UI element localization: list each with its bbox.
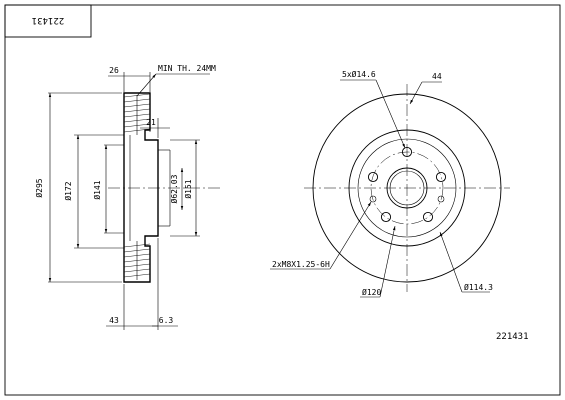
hat-label: 21 (146, 118, 156, 127)
leader-thread: 2xM8X1.25-6H (270, 201, 372, 270)
hole-dia-label: Ø114.3 (464, 282, 493, 292)
bolt-hole-3 (422, 211, 434, 223)
leader-pcd: Ø120 (360, 225, 396, 298)
dim-min-thickness: MIN TH. 24MM (136, 64, 216, 97)
bolt-hole-2 (435, 171, 447, 183)
dim-172: Ø172 (63, 134, 124, 249)
dim-151: Ø151 (170, 139, 200, 237)
drawing-frame (4, 4, 561, 396)
hub-label: 6.3 (159, 316, 174, 325)
center-bore-circle (386, 167, 428, 209)
hat-outer-circle (348, 129, 466, 247)
outer-disc-circle (312, 93, 502, 283)
leader-bolt-holes: 5xØ14.6 (340, 69, 406, 149)
rotor-cross-section (123, 92, 171, 283)
thread-label: 2xM8X1.25-6H (272, 260, 330, 269)
bolt-hole-group (367, 146, 447, 223)
dim-height: 43 (106, 238, 159, 330)
pcd-label: Ø120 (362, 287, 381, 297)
title-box: 221431 (4, 4, 92, 38)
threaded-hole-2 (437, 195, 445, 203)
dim-hat: 21 (140, 118, 170, 138)
threaded-hole-1 (369, 195, 377, 203)
leader-vanes: 44 (409, 72, 442, 105)
dim-hub: 6.3 (152, 316, 178, 327)
side-section-view: 26 MIN TH. 24MM 21 Ø295 Ø172 (34, 64, 222, 330)
bolt-hole-5 (367, 171, 379, 183)
dia-outer-label: Ø295 (34, 178, 44, 197)
bolt-hole-1 (401, 146, 413, 158)
front-view: 5xØ14.6 44 2xM8X1.25-6H Ø120 Ø114.3 (270, 69, 510, 298)
dim-62: Ø62.03 (169, 168, 184, 210)
part-number: 221431 (496, 332, 529, 342)
dim-141: Ø141 (92, 144, 124, 234)
title-box-text: 221431 (32, 15, 65, 25)
dim-outer-diameter: Ø295 (34, 92, 122, 283)
bolt-hole-4 (380, 211, 392, 223)
bolt-holes-label: 5xØ14.6 (342, 69, 376, 79)
min-thickness-label: MIN TH. 24MM (158, 64, 216, 73)
hat-inner-circle (357, 138, 457, 238)
dia-62-label: Ø62.03 (169, 174, 179, 203)
height-label: 43 (109, 316, 119, 325)
dia-141-label: Ø141 (92, 180, 102, 199)
dia-172-label: Ø172 (63, 181, 73, 200)
dia-151-label: Ø151 (183, 179, 193, 198)
leader-hole-dia: Ø114.3 (439, 231, 493, 293)
center-bore-inner-circle (389, 170, 425, 206)
vanes-label: 44 (432, 72, 442, 81)
dim-thickness: 26 (108, 66, 151, 92)
thickness-label: 26 (109, 66, 119, 75)
pcd-circle (370, 151, 444, 225)
threaded-hole-group (369, 195, 445, 203)
